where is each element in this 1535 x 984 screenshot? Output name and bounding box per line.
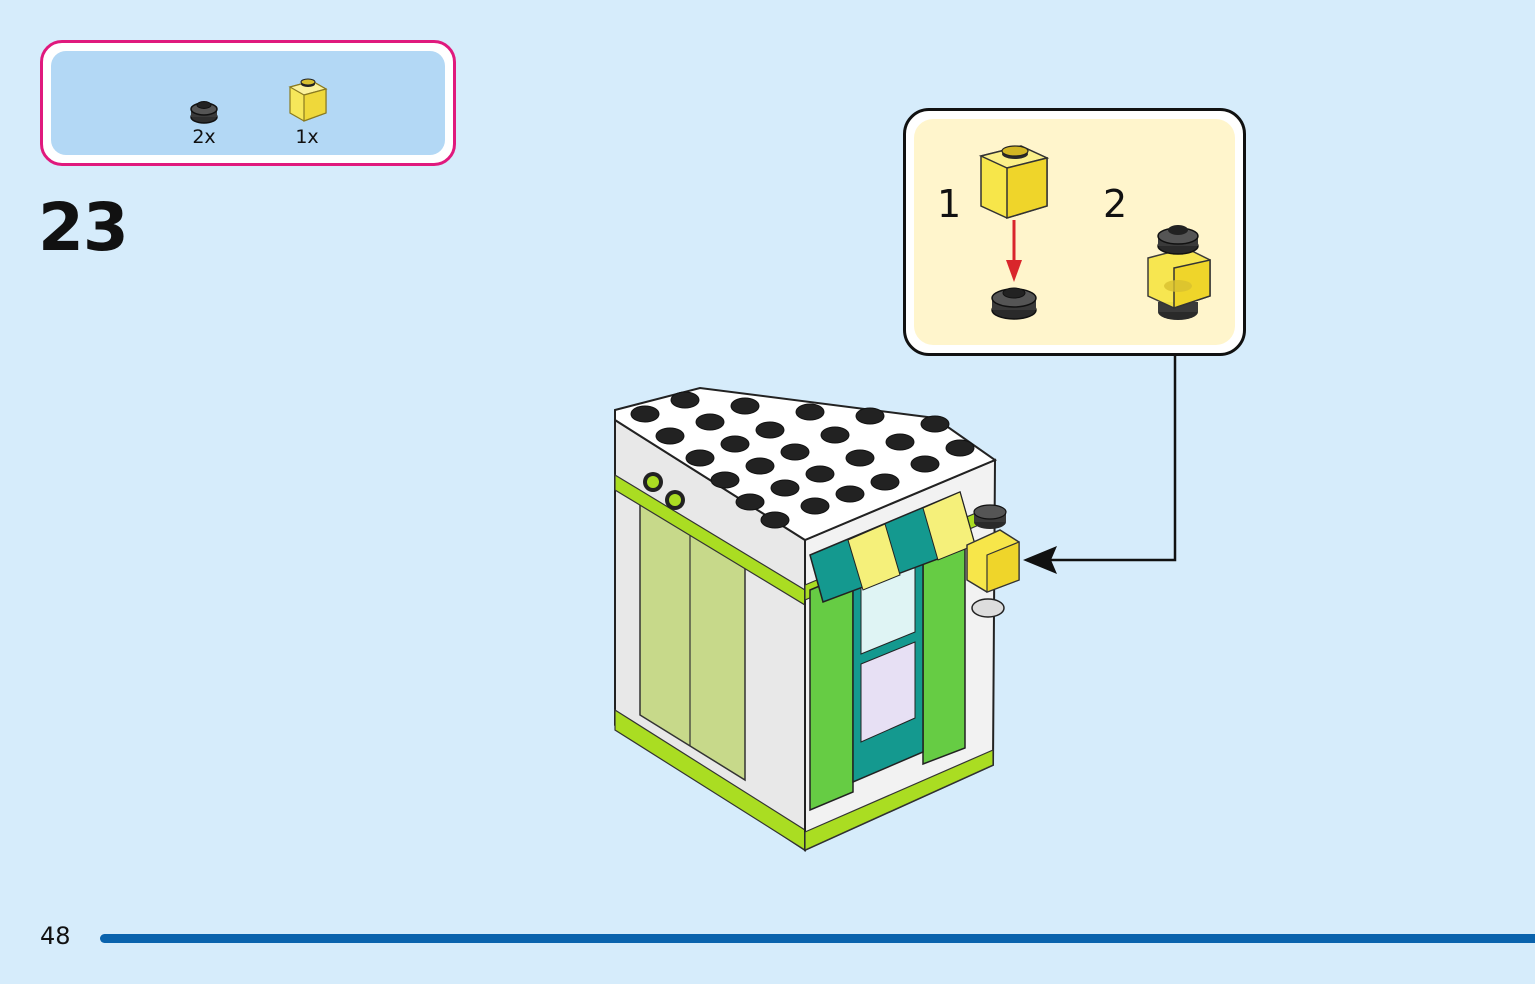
round-plate-dark-grey-icon <box>190 101 218 124</box>
building-model <box>614 386 1020 852</box>
transparent-yellow-brick-icon <box>288 78 328 122</box>
sub-step-label-2: 2 <box>1103 182 1128 226</box>
sub-step-2-illustration <box>1147 225 1211 320</box>
progress-line <box>100 934 1535 943</box>
part-yellow-brick: 1x <box>277 73 337 147</box>
pointer-arrow-icon <box>1023 546 1057 574</box>
part-count: 2x <box>192 126 216 148</box>
sub-step-1-illustration <box>978 145 1050 320</box>
part-round-plate: 2x <box>179 95 229 147</box>
attached-lamp <box>966 504 1020 618</box>
main-build-illustration <box>614 386 1020 852</box>
yellow-brick-icon <box>978 145 1050 220</box>
sub-step-label-1: 1 <box>937 182 962 226</box>
step-number: 23 <box>38 189 129 266</box>
page-number: 48 <box>40 922 71 950</box>
part-count: 1x <box>295 126 319 148</box>
red-arrow-icon <box>1006 220 1022 282</box>
assembled-lamp-icon <box>1147 225 1211 320</box>
callout-connector <box>1023 354 1177 574</box>
parts-list-inner: 2x 1x <box>51 51 445 155</box>
round-plate-dark-grey-icon <box>991 287 1037 320</box>
parts-list-box: 2x 1x <box>40 40 456 166</box>
